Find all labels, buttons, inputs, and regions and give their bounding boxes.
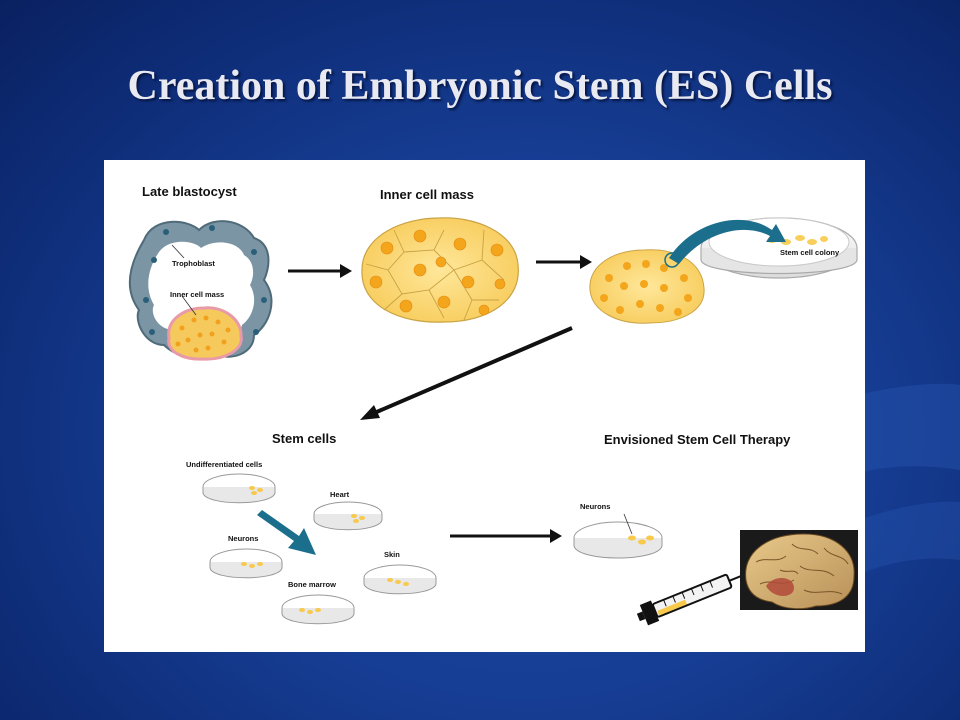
diagram-canvas — [128, 217, 858, 626]
differentiation-arrow — [257, 510, 316, 555]
arrow-2 — [536, 255, 592, 269]
label-neurons: Neurons — [228, 534, 259, 543]
label-bone-marrow: Bone marrow — [288, 580, 336, 589]
dish-neurons — [209, 548, 283, 579]
slide-title: Creation of Embryonic Stem (ES) Cells — [127, 63, 833, 109]
stem-cell-diagram: Late blastocyst Trophoblast Inner cell m… — [104, 160, 865, 652]
syringe-icon — [636, 570, 752, 626]
inner-cell-mass-nuclei — [175, 315, 231, 353]
dish-bone-marrow — [281, 594, 355, 625]
late-blastocyst — [128, 220, 273, 361]
arrow-1 — [288, 264, 352, 278]
label-late-blastocyst: Late blastocyst — [142, 184, 237, 199]
label-inner-cell-mass: Inner cell mass — [380, 187, 474, 202]
dish-heart — [313, 501, 383, 531]
label-therapy-neurons: Neurons — [580, 502, 611, 511]
trophoblast-pointer — [171, 244, 185, 259]
trophoblast-nuclei — [143, 225, 267, 335]
inner-cell-mass-pointer — [181, 295, 197, 316]
stem-cell-colony-dish — [700, 217, 858, 279]
label-inner-cell-mass-small: Inner cell mass — [170, 290, 225, 299]
label-trophoblast: Trophoblast — [172, 259, 215, 268]
label-envisioned-therapy: Envisioned Stem Cell Therapy — [604, 432, 791, 447]
label-stem-cells: Stem cells — [272, 431, 337, 446]
arrow-to-therapy — [450, 529, 562, 543]
label-skin: Skin — [384, 550, 400, 559]
inner-cell-mass-cluster — [361, 217, 519, 323]
colony-transfer-arrow — [669, 219, 786, 264]
dish-undifferentiated — [202, 473, 276, 504]
label-undifferentiated-cells: Undifferentiated cells — [186, 460, 263, 469]
therapy-neurons-dish — [573, 513, 663, 559]
diagonal-arrow — [360, 326, 573, 420]
label-stem-cell-colony: Stem cell colony — [780, 248, 840, 257]
label-heart: Heart — [330, 490, 350, 499]
brain-image — [740, 530, 858, 610]
inner-cell-mass-blob — [167, 306, 243, 361]
dish-skin — [363, 564, 437, 595]
small-cell-cluster — [589, 249, 705, 324]
